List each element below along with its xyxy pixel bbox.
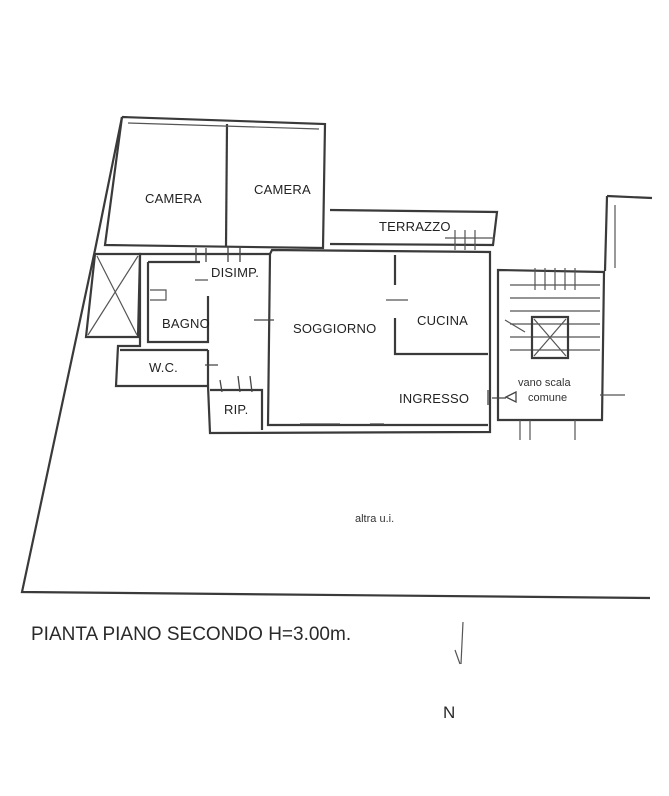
room-label-ingresso: INGRESSO <box>399 391 469 406</box>
north-label: N <box>443 703 456 722</box>
wc-walls <box>120 348 210 386</box>
door-ingresso <box>487 390 506 405</box>
north-arrow-icon <box>454 621 464 665</box>
room-label-comune: comune <box>528 392 567 404</box>
kitchen-walls <box>393 255 488 356</box>
bedroom-divider <box>224 123 229 248</box>
bath-detail <box>150 279 208 301</box>
bedroom-block-walls <box>103 115 327 250</box>
plan-caption: PIANTA PIANO SECONDO H=3.00m. <box>31 624 352 645</box>
lot-boundary-right <box>606 194 653 200</box>
room-label-camera-2: CAMERA <box>254 182 311 197</box>
room-label-rip: RIP. <box>224 402 248 417</box>
room-label-soggiorno: SOGGIORNO <box>293 321 376 336</box>
room-label-wc: W.C. <box>149 360 178 375</box>
room-label-vano-scala: vano scala <box>518 377 571 389</box>
stairwell-walls <box>496 268 606 422</box>
lot-boundary-right-side <box>603 195 609 272</box>
apartment-outer-walls <box>114 248 492 435</box>
room-label-terrazzo: TERRAZZO <box>379 219 451 234</box>
stair-elevator-x <box>533 318 567 357</box>
room-label-cucina: CUCINA <box>417 313 468 328</box>
room-label-bagno: BAGNO <box>162 316 210 331</box>
bedroom-inner <box>127 122 320 130</box>
bath-walls <box>146 260 210 344</box>
room-label-camera-1: CAMERA <box>145 191 202 206</box>
elevator-shaft-left-x <box>87 255 139 336</box>
stair-elevator <box>530 315 570 360</box>
door-marks <box>195 246 384 425</box>
room-label-disimp: DISIMP. <box>211 265 259 280</box>
stair-treads <box>510 268 600 351</box>
lot-boundary <box>20 116 651 600</box>
living-room-walls <box>266 253 488 427</box>
terrace-walls <box>329 208 499 247</box>
label-altra-ui: altra u.i. <box>355 513 394 525</box>
terrace-hatching <box>445 230 495 250</box>
rip-walls <box>210 388 264 430</box>
elevator-shaft-left <box>84 252 142 339</box>
entry-arrow <box>504 390 517 404</box>
stair-lines <box>504 319 625 440</box>
